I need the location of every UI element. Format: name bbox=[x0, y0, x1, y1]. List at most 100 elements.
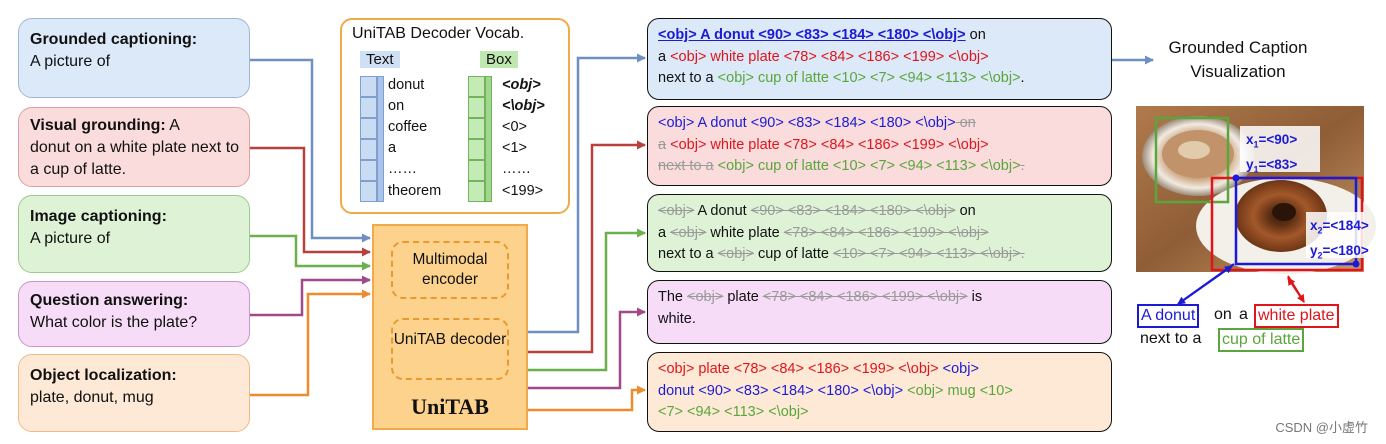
output-struck-span: <78> <84> <186> <199> <\obj> bbox=[762, 289, 968, 305]
task-body: What color is the plate? bbox=[30, 314, 198, 331]
model-name: UniTAB bbox=[411, 394, 489, 419]
coord-sub: 2 bbox=[1317, 250, 1323, 261]
decoder-vocab-box: UniTAB Decoder Vocab. Text Box donut on … bbox=[340, 18, 570, 214]
task-title: Object localization: bbox=[30, 367, 177, 384]
task-body: donut on a white plate next to a cup of … bbox=[30, 139, 240, 178]
task-title: Grounded captioning: bbox=[30, 31, 198, 48]
unitab-decoder: UniTAB decoder bbox=[391, 318, 509, 380]
output-text-span: plate bbox=[723, 289, 763, 305]
coord-sub: 1 bbox=[1253, 164, 1259, 175]
coord-var: y bbox=[1310, 242, 1318, 258]
output-text-span: next to a bbox=[658, 246, 718, 262]
output-struck-span: <10> <7> <94> <113> <\obj> bbox=[832, 246, 1021, 262]
vocab-text-token: donut bbox=[388, 77, 425, 93]
arrow-question-answering-out bbox=[528, 307, 646, 390]
task-body: plate, donut, mug bbox=[30, 389, 154, 406]
output-image-captioning: <obj> A donut <90> <83> <184> <180> <\ob… bbox=[647, 194, 1112, 272]
output-struck-span: <obj> bbox=[670, 224, 707, 241]
coord-value: =<184> bbox=[1322, 218, 1369, 233]
caption-phrase-plate: white plate bbox=[1254, 304, 1339, 328]
caption-word-a: a bbox=[1239, 306, 1248, 323]
vocab-box-token: <\obj> bbox=[502, 98, 545, 114]
vocab-text-token: on bbox=[388, 98, 405, 114]
vocab-box-token: <199> bbox=[502, 183, 544, 199]
arrow-visual-grounding-in bbox=[250, 146, 371, 257]
output-text-span: A donut bbox=[694, 203, 751, 219]
arrow-object-localization-out bbox=[528, 385, 646, 412]
vocab-box-header: Box bbox=[480, 51, 518, 68]
task-grounded-captioning: Grounded captioning: A picture of bbox=[18, 18, 250, 98]
caption-phrase-donut: A donut bbox=[1137, 304, 1200, 328]
output-token-span: <obj> white plate <78> <84> <186> <199> … bbox=[666, 136, 989, 153]
output-grounded-captioning: <obj> A donut <90> <83> <184> <180> <\ob… bbox=[647, 18, 1112, 100]
task-visual-grounding: Visual grounding: A donut on a white pla… bbox=[18, 107, 250, 187]
output-object-localization: <obj> plate <78> <84> <186> <199> <\obj>… bbox=[647, 352, 1112, 432]
caption-word-on: on bbox=[1214, 306, 1232, 323]
vocab-title: UniTAB Decoder Vocab. bbox=[352, 25, 525, 42]
output-text-span: on bbox=[965, 27, 986, 43]
vocab-box-token: <1> bbox=[502, 140, 527, 156]
donut-pointer-arrow-back bbox=[1177, 265, 1233, 305]
watermark: CSDN @小虚竹 bbox=[1275, 420, 1368, 435]
output-text-span: white plate bbox=[706, 224, 784, 241]
output-token-span: <obj> bbox=[938, 361, 979, 377]
coord-label-top-left: x1=<90> y1=<83> bbox=[1246, 130, 1297, 179]
coord-value: =<90> bbox=[1258, 132, 1298, 147]
output-struck-span: <90> <83> <184> <180> <\obj> bbox=[750, 203, 956, 219]
output-struck-span: a bbox=[658, 136, 667, 153]
output-struck-span: <obj> bbox=[717, 246, 754, 262]
vocab-text-token: a bbox=[388, 140, 397, 156]
output-token-span: <obj> cup of latte <10> <7> <94> <113> <… bbox=[717, 70, 1021, 86]
task-body: A picture of bbox=[30, 53, 111, 70]
visualization-title: Grounded Caption Visualization bbox=[1168, 38, 1308, 81]
output-token-span: <obj> cup of latte <10> <7> <94> <113> <… bbox=[713, 158, 1021, 174]
task-question-answering: Question answering: What color is the pl… bbox=[18, 281, 250, 347]
photo-illustration bbox=[1136, 106, 1376, 274]
vocab-text-token: theorem bbox=[388, 183, 442, 199]
multimodal-encoder: Multimodal encoder bbox=[391, 241, 509, 299]
caption-next-to: next to a bbox=[1140, 330, 1202, 347]
coord-value: =<83> bbox=[1258, 156, 1298, 172]
output-token-span: <obj> A donut <90> <83> <184> <180> <\ob… bbox=[658, 115, 956, 131]
vocab-text-token: …… bbox=[388, 161, 417, 177]
task-title: Visual grounding: bbox=[30, 117, 166, 134]
coord-var: x bbox=[1310, 218, 1318, 233]
output-question-answering: The <obj> plate <78> <84> <186> <199> <\… bbox=[647, 280, 1112, 344]
output-struck-span: <78> <84> <186> <199> <\obj> bbox=[783, 224, 989, 241]
arrow-grounded-captioning-in bbox=[250, 58, 371, 243]
vocab-text-header: Text bbox=[360, 51, 400, 68]
arrow-image-captioning-in bbox=[250, 234, 371, 271]
output-struck-span: . bbox=[1020, 158, 1025, 174]
task-body-inline: A bbox=[165, 117, 180, 134]
output-text-span: next to a bbox=[658, 70, 718, 86]
task-object-localization: Object localization: plate, donut, mug bbox=[18, 354, 250, 432]
output-text-span: on bbox=[955, 203, 976, 219]
output-text-span: cup of latte bbox=[753, 246, 833, 262]
output-struck-span: next to a bbox=[658, 158, 714, 174]
vocab-box-token: <obj> bbox=[502, 77, 541, 93]
coord-value: =<180> bbox=[1322, 242, 1369, 258]
output-struck-span: on bbox=[955, 115, 976, 131]
arrow-question-answering-in bbox=[250, 275, 371, 317]
task-title: Question answering: bbox=[30, 292, 189, 309]
output-token-span: <obj> plate <78> <84> <186> <199> <\obj> bbox=[658, 361, 939, 377]
decoder-label: UniTAB decoder bbox=[393, 331, 507, 348]
coord-var: y bbox=[1246, 156, 1254, 172]
output-token-span: <obj> mug <10> bbox=[903, 382, 1013, 399]
output-text-span: a bbox=[658, 48, 671, 65]
coord-sub: 2 bbox=[1317, 225, 1323, 236]
coord-sub: 1 bbox=[1253, 139, 1259, 150]
output-text-span: white. bbox=[658, 310, 696, 327]
arrow-object-localization-in bbox=[250, 289, 371, 397]
output-struck-span: <obj> bbox=[687, 289, 724, 305]
plate-pointer-arrow-back bbox=[1287, 277, 1305, 303]
arrow-image-captioning-out bbox=[528, 228, 646, 372]
vocab-box-token: …… bbox=[502, 161, 531, 177]
output-token-span: <obj> A donut <90> <83> <184> <180> <\ob… bbox=[658, 27, 966, 43]
output-text-span: is bbox=[967, 289, 983, 305]
output-visual-grounding: <obj> A donut <90> <83> <184> <180> <\ob… bbox=[647, 106, 1112, 186]
coord-var: x bbox=[1246, 132, 1254, 147]
output-token-span: <obj> white plate <78> <84> <186> <199> … bbox=[670, 48, 989, 65]
task-image-captioning: Image captioning: A picture of bbox=[18, 195, 250, 273]
